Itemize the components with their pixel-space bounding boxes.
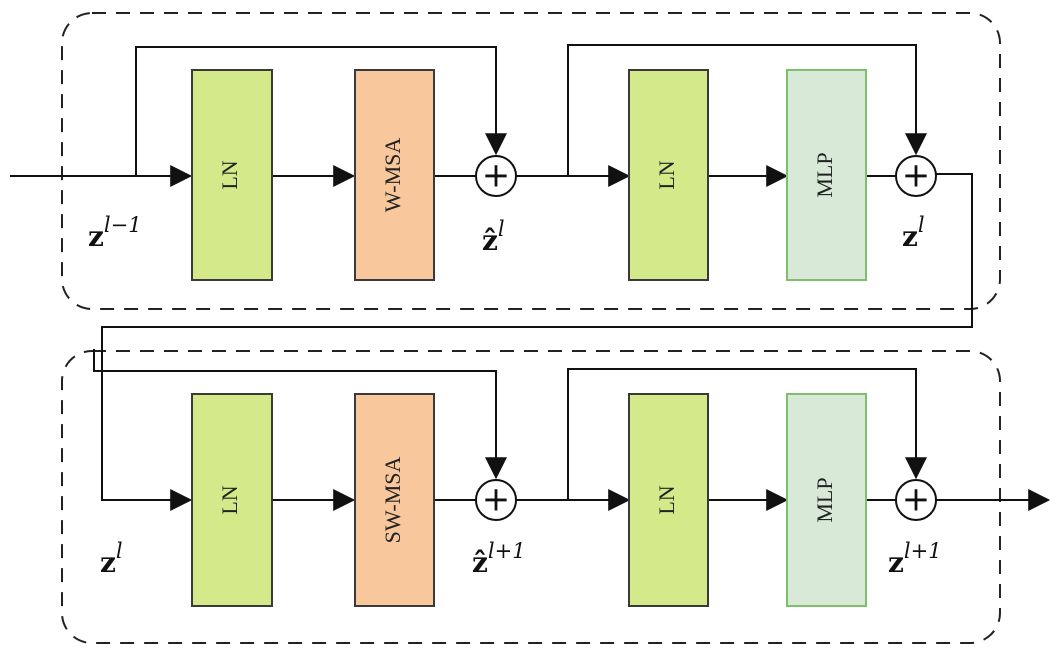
bottom-output-variable: zl+1 [888, 539, 942, 579]
top-output-variable-base: z [902, 220, 918, 253]
bottom-attn-block [354, 393, 435, 607]
top-mid-variable-base: ẑ [482, 224, 498, 257]
bottom-input-variable-sup: l [116, 539, 123, 563]
top-sum-symbol-2: + [902, 156, 931, 196]
top-mlp-label: MLP [812, 152, 837, 197]
top-skip-connection-1 [135, 46, 507, 176]
top-input-variable-base: z [88, 220, 104, 253]
top-ln1-block [191, 69, 273, 281]
bottom-ln1-block [191, 393, 273, 607]
top-ln1-label: LN [217, 160, 242, 189]
top-sum-node-2 [895, 155, 937, 197]
top-output-variable: zl [902, 213, 925, 253]
bottom-row [93, 349, 1051, 511]
bottom-mid-variable-base: ẑ [472, 546, 488, 579]
bottom-sum-symbol-1: + [482, 480, 511, 520]
inter-row-connector [101, 173, 973, 511]
bottom-mlp-label: MLP [812, 477, 837, 522]
bottom-mlp-block [786, 393, 867, 607]
top-mid-variable: ẑl [482, 217, 505, 257]
bottom-sum-symbol-2: + [902, 480, 931, 520]
top-attn-block [354, 69, 435, 281]
top-block-frame [61, 12, 1001, 310]
top-sum-node-1 [475, 155, 517, 197]
bottom-ln1-label: LN [217, 485, 242, 514]
bottom-skip-connection-1 [93, 349, 507, 480]
top-mlp-block [786, 69, 867, 281]
top-attn-label: W-MSA [380, 138, 405, 213]
bottom-attn-label: SW-MSA [380, 456, 405, 543]
top-ln2-block [628, 69, 709, 281]
top-row [10, 44, 927, 187]
bottom-output-variable-sup: l+1 [904, 539, 942, 563]
top-sum-symbol-1: + [482, 156, 511, 196]
bottom-output-variable-base: z [888, 546, 904, 579]
bottom-sum-node-2 [895, 479, 937, 521]
bottom-ln2-block [628, 393, 709, 607]
top-input-variable-sup: l−1 [104, 213, 142, 237]
bottom-mid-variable: ẑl+1 [472, 539, 526, 579]
bottom-sum-node-1 [475, 479, 517, 521]
top-input-variable: zl−1 [88, 213, 142, 253]
bottom-input-variable-base: z [100, 546, 116, 579]
top-output-variable-sup: l [918, 213, 925, 237]
top-mid-variable-sup: l [498, 217, 505, 241]
bottom-mid-variable-sup: l+1 [488, 539, 526, 563]
bottom-ln2-label: LN [654, 485, 679, 514]
bottom-skip-connection-2 [567, 368, 927, 500]
bottom-input-variable: zl [100, 539, 123, 579]
top-ln2-label: LN [654, 160, 679, 189]
bottom-block-frame [61, 350, 1001, 644]
top-skip-connection-2 [567, 44, 927, 176]
